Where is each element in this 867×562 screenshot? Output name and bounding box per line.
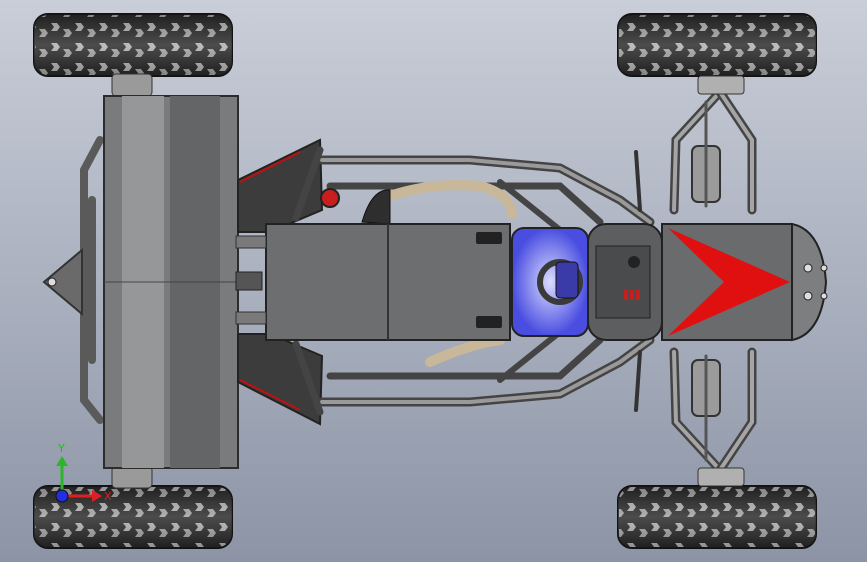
- tire-rear-left: [33, 13, 233, 77]
- front-mirror-stalks: [634, 150, 642, 412]
- triad-z-origin: [55, 489, 69, 503]
- red-fuel-cap: [320, 188, 340, 208]
- steering-column: [555, 261, 579, 299]
- nose-red-chevron: [668, 228, 790, 336]
- rear-hub-left: [111, 73, 153, 97]
- rear-hub-right: [111, 465, 153, 489]
- side-pod-accent-bottom: [239, 379, 301, 411]
- rear-skid-point: [42, 247, 83, 317]
- seat-back: [361, 189, 391, 225]
- rear-skid-bolt: [47, 277, 57, 287]
- triad-x-label: X: [104, 490, 112, 503]
- front-hub-left: [697, 75, 745, 95]
- rear-panel: [103, 95, 239, 469]
- nose-section: [661, 222, 828, 342]
- coordinate-triad: Y X: [55, 442, 112, 503]
- dash-panel: [595, 245, 651, 319]
- front-suspension-top: [669, 87, 757, 215]
- front-hub-right: [697, 467, 745, 487]
- tire-front-left: [617, 13, 817, 77]
- nose-lights: [803, 263, 828, 301]
- rear-frame-tubes: [80, 136, 104, 424]
- exhaust-pipe-top: [385, 180, 517, 219]
- side-pod-accent-top: [239, 151, 301, 183]
- triad-x-arrow: [92, 490, 102, 502]
- harness-buckles: [476, 232, 502, 328]
- tire-rear-right: [33, 485, 233, 549]
- dash-switches: [624, 290, 640, 300]
- chassis-body: [235, 223, 511, 341]
- dash-gauge: [628, 256, 640, 268]
- triad-y-label: Y: [57, 442, 65, 455]
- triad-y-arrow: [56, 456, 68, 466]
- front-suspension-bottom: [669, 347, 757, 475]
- tire-front-right: [617, 485, 817, 549]
